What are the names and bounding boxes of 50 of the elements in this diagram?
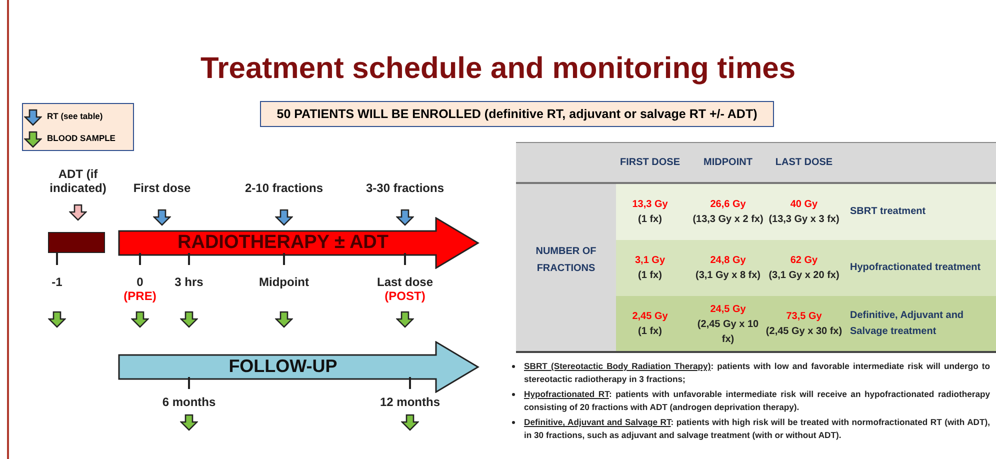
timeline-arrow (118, 341, 480, 393)
tick-label: 0 (136, 275, 144, 289)
time-label: First dose (132, 181, 192, 195)
timeline-arrow (118, 217, 480, 269)
dose-value: 13,3 Gy (632, 198, 668, 212)
arrow-label: FOLLOW-UP (228, 356, 338, 377)
tick-label: 6 months (161, 395, 217, 409)
time-label: ADT (if indicated) (48, 167, 108, 195)
dose-value: 26,6 Gy (710, 198, 746, 212)
fraction-detail: (2,45 Gy x 10 fx) (696, 318, 760, 346)
dose-value: 62 Gy (790, 254, 818, 268)
tick-label: 3 hrs (174, 275, 204, 289)
treatment-name: Definitive, Adjuvant and Salvage treatment (850, 309, 965, 339)
time-label: 3-30 fractions (364, 181, 446, 195)
dose-value: 40 Gy (790, 198, 818, 212)
tick-label: 12 months (378, 395, 441, 409)
bullet-note: Definitive, Adjuvant and Salvage RT: patients with high risk will be treated with normofractionated RT (with ADT), in 30 fractions, such as adjuvant and salvage treatment (with or without ADT). (524, 416, 990, 442)
dose-value: 3,1 Gy (634, 254, 666, 268)
dose-value: 2,45 Gy (632, 310, 668, 324)
tick-label: -1 (50, 275, 64, 289)
bullet-note: SBRT (Stereotactic Body Radiation Therapy): patients with low and favorable intermediate risk will undergo to stereotactic radiotherapy in 3 fractions; (524, 360, 990, 386)
legend-text: RT (see table) (47, 111, 103, 121)
column-header: MIDPOINT (702, 157, 754, 168)
tick-label: Last dose (376, 275, 434, 289)
title: Treatment schedule and monitoring times (199, 52, 797, 86)
adt-bar (48, 232, 105, 253)
tick-label: Midpoint (258, 275, 310, 289)
fraction-detail: (3,1 Gy x 20 fx) (768, 269, 840, 283)
dose-value: 24,8 Gy (710, 254, 746, 268)
fraction-detail: (13,3 Gy x 3 fx) (768, 213, 840, 227)
tick-label: (PRE) (122, 289, 158, 303)
treatment-name: Hypofractionated treatment (850, 261, 981, 275)
column-header: LAST DOSE (774, 157, 834, 168)
time-label: 2-10 fractions (244, 181, 324, 195)
fraction-detail: (3,1 Gy x 8 fx) (695, 269, 761, 283)
enrollment-box: 50 PATIENTS WILL BE ENROLLED (definitive RT, adjuvant or salvage RT +/- ADT) (260, 101, 774, 127)
bullet-note: Hypofractionated RT: patients with unfavorable intermediate risk will receive an hypofractionated radiotherapy consisting of 20 fractions with ADT (androgen deprivation therapy). (524, 388, 990, 414)
fraction-detail: (2,45 Gy x 30 fx) (766, 325, 842, 339)
fraction-detail: (1 fx) (638, 325, 662, 339)
column-header: FIRST DOSE (618, 157, 681, 168)
row-header: NUMBER OF FRACTIONS (534, 245, 598, 276)
fraction-detail: (1 fx) (638, 213, 662, 227)
dose-value: 73,5 Gy (786, 310, 822, 324)
tick-label: (POST) (384, 289, 426, 303)
legend-text: BLOOD SAMPLE (47, 133, 116, 143)
fraction-detail: (1 fx) (638, 269, 662, 283)
treatment-name: SBRT treatment (850, 205, 926, 219)
fraction-detail: (13,3 Gy x 2 fx) (692, 213, 764, 227)
dose-value: 24,5 Gy (710, 302, 746, 316)
arrow-label: RADIOTHERAPY ± ADT (176, 232, 390, 254)
